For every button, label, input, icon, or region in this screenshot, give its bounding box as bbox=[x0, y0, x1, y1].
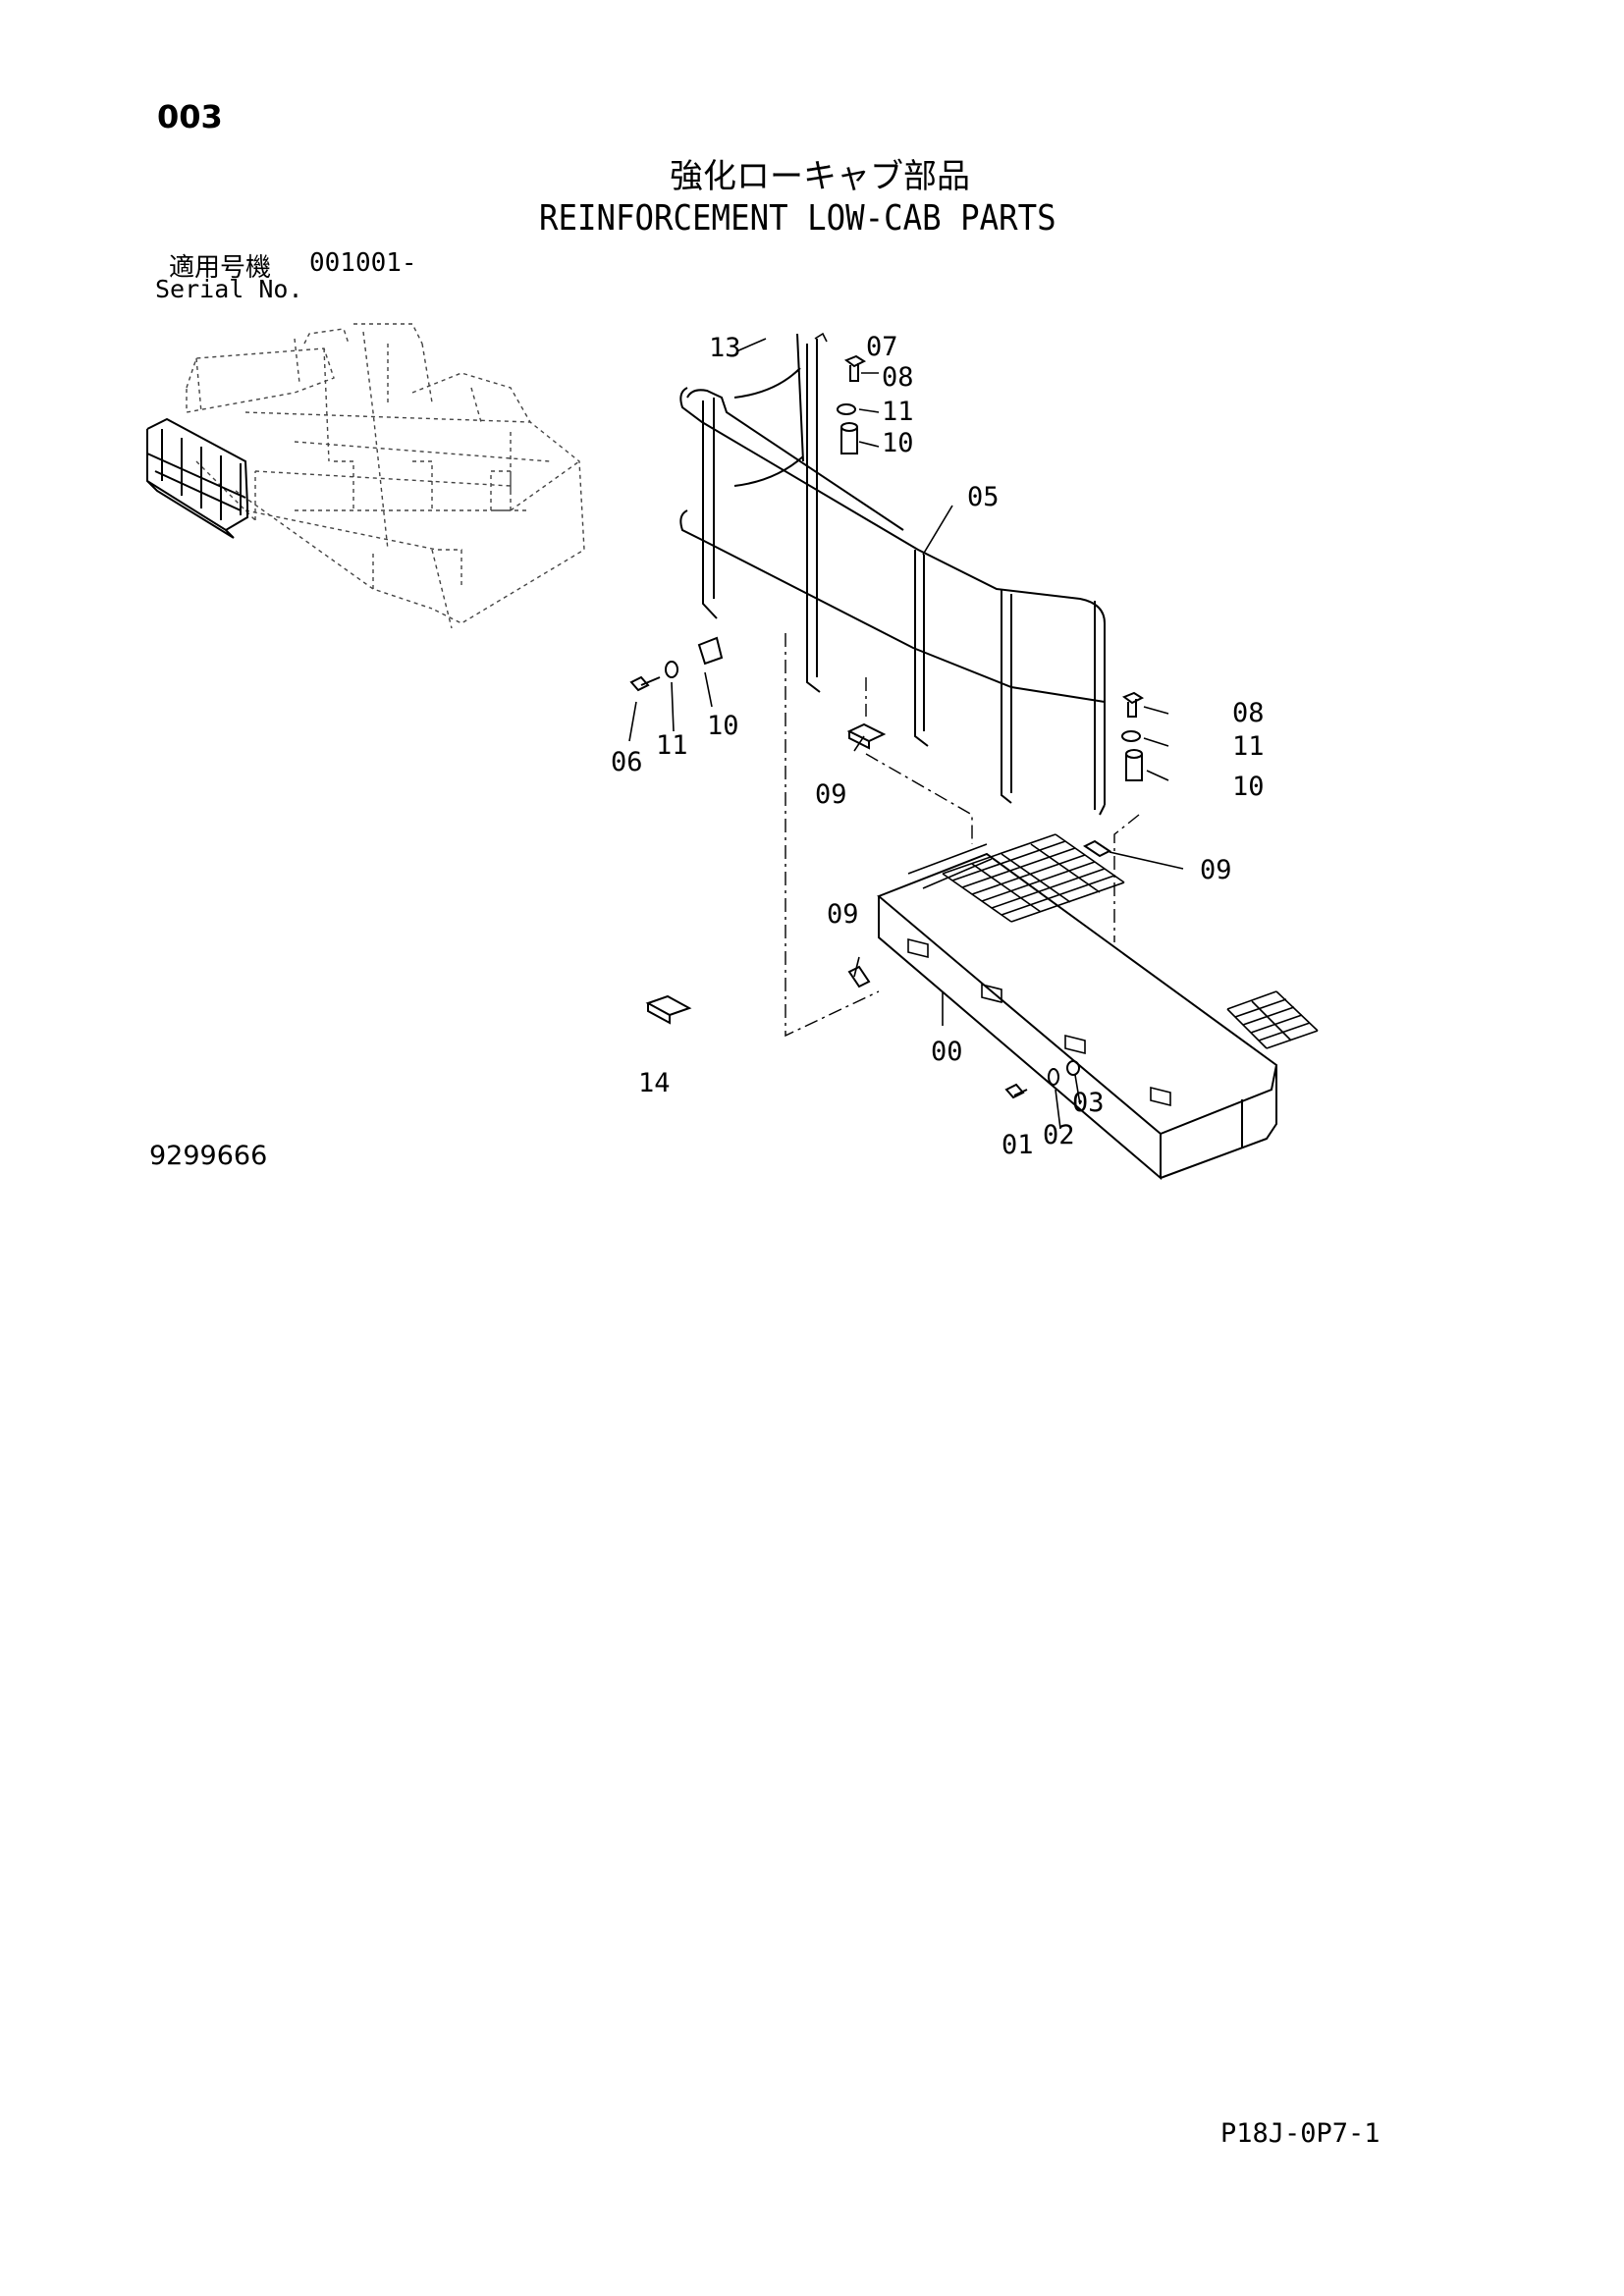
leader-lines bbox=[628, 338, 1184, 1130]
callout-10-top: 10 bbox=[882, 428, 914, 458]
callout-05: 05 bbox=[967, 482, 1000, 512]
callout-09-upper: 09 bbox=[815, 779, 847, 810]
page-code: P18J-0P7-1 bbox=[1220, 2118, 1380, 2149]
serial-label-japanese: 適用号機 bbox=[169, 253, 272, 283]
serial-value: 001001- bbox=[309, 248, 417, 278]
title-english: REINFORCEMENT LOW-CAB PARTS bbox=[539, 198, 1056, 239]
page-number: 003 bbox=[157, 98, 223, 135]
machine-overview-illustration bbox=[186, 323, 585, 629]
highlighted-low-cab-guard bbox=[146, 417, 248, 539]
handrail-assembly bbox=[679, 332, 1106, 816]
step-platform bbox=[877, 833, 1319, 1181]
serial-label-english: Serial No. bbox=[155, 275, 303, 303]
callout-07: 07 bbox=[866, 332, 898, 362]
callout-10-left: 10 bbox=[707, 711, 739, 741]
callout-01: 01 bbox=[1001, 1130, 1034, 1160]
callout-03: 03 bbox=[1072, 1088, 1105, 1118]
callout-09-lower: 09 bbox=[827, 899, 859, 930]
callout-14: 14 bbox=[638, 1068, 671, 1098]
grating-rear bbox=[1226, 990, 1319, 1049]
grating-front bbox=[942, 833, 1125, 923]
callout-11-right: 11 bbox=[1232, 731, 1265, 762]
callout-11-left: 11 bbox=[656, 730, 688, 761]
callout-11-top: 11 bbox=[882, 397, 914, 427]
callout-00: 00 bbox=[931, 1037, 963, 1067]
callout-06: 06 bbox=[611, 747, 643, 777]
callout-09-right: 09 bbox=[1200, 855, 1232, 885]
callout-08-top: 08 bbox=[882, 362, 914, 393]
callout-08-right: 08 bbox=[1232, 698, 1265, 728]
callout-13: 13 bbox=[709, 333, 741, 363]
title-japanese: 強化ローキャブ部品 bbox=[670, 157, 970, 196]
callout-02: 02 bbox=[1043, 1120, 1075, 1150]
cable bbox=[733, 333, 804, 487]
hardware-parts bbox=[629, 354, 1145, 1099]
callout-10-right: 10 bbox=[1232, 772, 1265, 802]
figure-number: 9299666 bbox=[149, 1141, 268, 1171]
